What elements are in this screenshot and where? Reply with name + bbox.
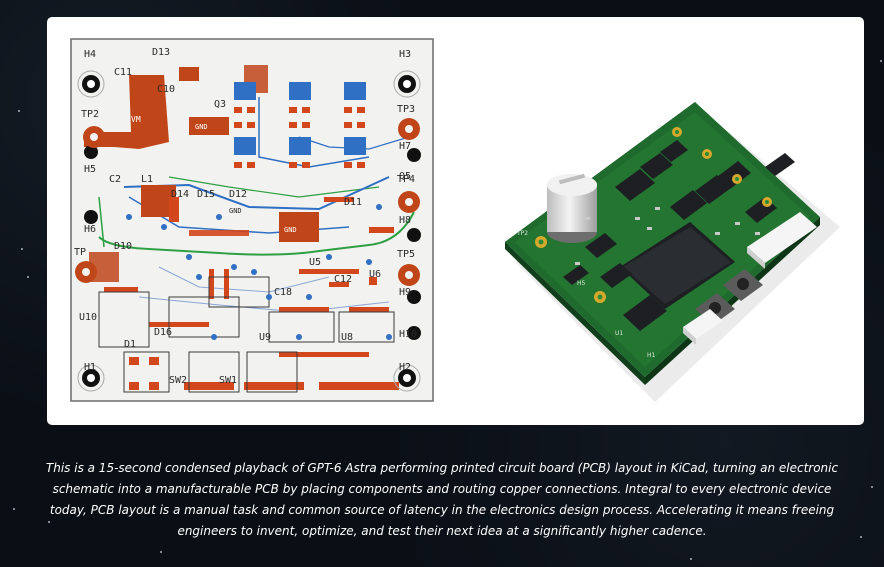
label-L1: L1 [141,174,153,185]
label-H2: H2 [399,362,411,373]
label-H1: H1 [84,362,96,373]
label-D11: D11 [344,197,362,208]
label-H5: H5 [84,164,96,175]
label-H4: H4 [84,49,96,60]
label-gnd-3: GND [229,207,242,215]
label-C10: C10 [157,84,175,95]
label-gnd-2: GND [284,226,297,234]
silk-U1: U1 [615,330,623,337]
label-U8: U8 [341,332,353,343]
silk-H5: H5 [577,280,586,287]
label-H7: H7 [399,141,411,152]
label-TP5: TP5 [397,249,415,260]
label-U10: U10 [79,312,97,323]
label-D13: D13 [152,47,170,58]
label-D14: D14 [171,189,189,200]
label-TP3: TP3 [397,104,415,115]
label-SW2: SW2 [169,375,187,386]
label-H9: H9 [399,287,411,298]
label-H8: H8 [399,215,411,226]
label-Q3: Q3 [214,99,226,110]
label-D16: D16 [154,327,172,338]
label-D12: D12 [229,189,247,200]
label-VM: VM [131,115,141,124]
label-U6: U6 [369,269,381,280]
label-TP2: TP2 [81,109,99,120]
pcb-3d-render: TP2 H5 U1 H1 [505,102,840,402]
label-TP: TP [74,247,86,258]
label-C2: C2 [109,174,121,185]
label-U5: U5 [309,257,321,268]
label-SW1: SW1 [219,375,237,386]
label-C11: C11 [114,67,132,78]
label-C18: C18 [274,287,292,298]
silk-TP2: TP2 [516,230,528,237]
media-card: H4 D13 H3 C11 C10 VM TP2 H5 TP3 H7 Q3 GN… [47,17,864,425]
label-H10: H10 [399,329,417,340]
label-TP4: TP4 [397,174,415,185]
silk-H1: H1 [647,352,656,359]
label-D1: D1 [124,339,136,350]
label-H6: H6 [84,224,96,235]
label-H3: H3 [399,49,411,60]
label-Q5: Q5 [399,171,411,182]
label-D10: D10 [114,241,132,252]
label-gnd-1: GND [195,123,208,131]
video-caption: This is a 15-second condensed playback o… [45,461,839,538]
label-C12: C12 [334,274,352,285]
label-D15: D15 [197,189,215,200]
pcb-layout-view: H4 D13 H3 C11 C10 VM TP2 H5 TP3 H7 Q3 GN… [70,38,434,402]
label-U9: U9 [259,332,271,343]
